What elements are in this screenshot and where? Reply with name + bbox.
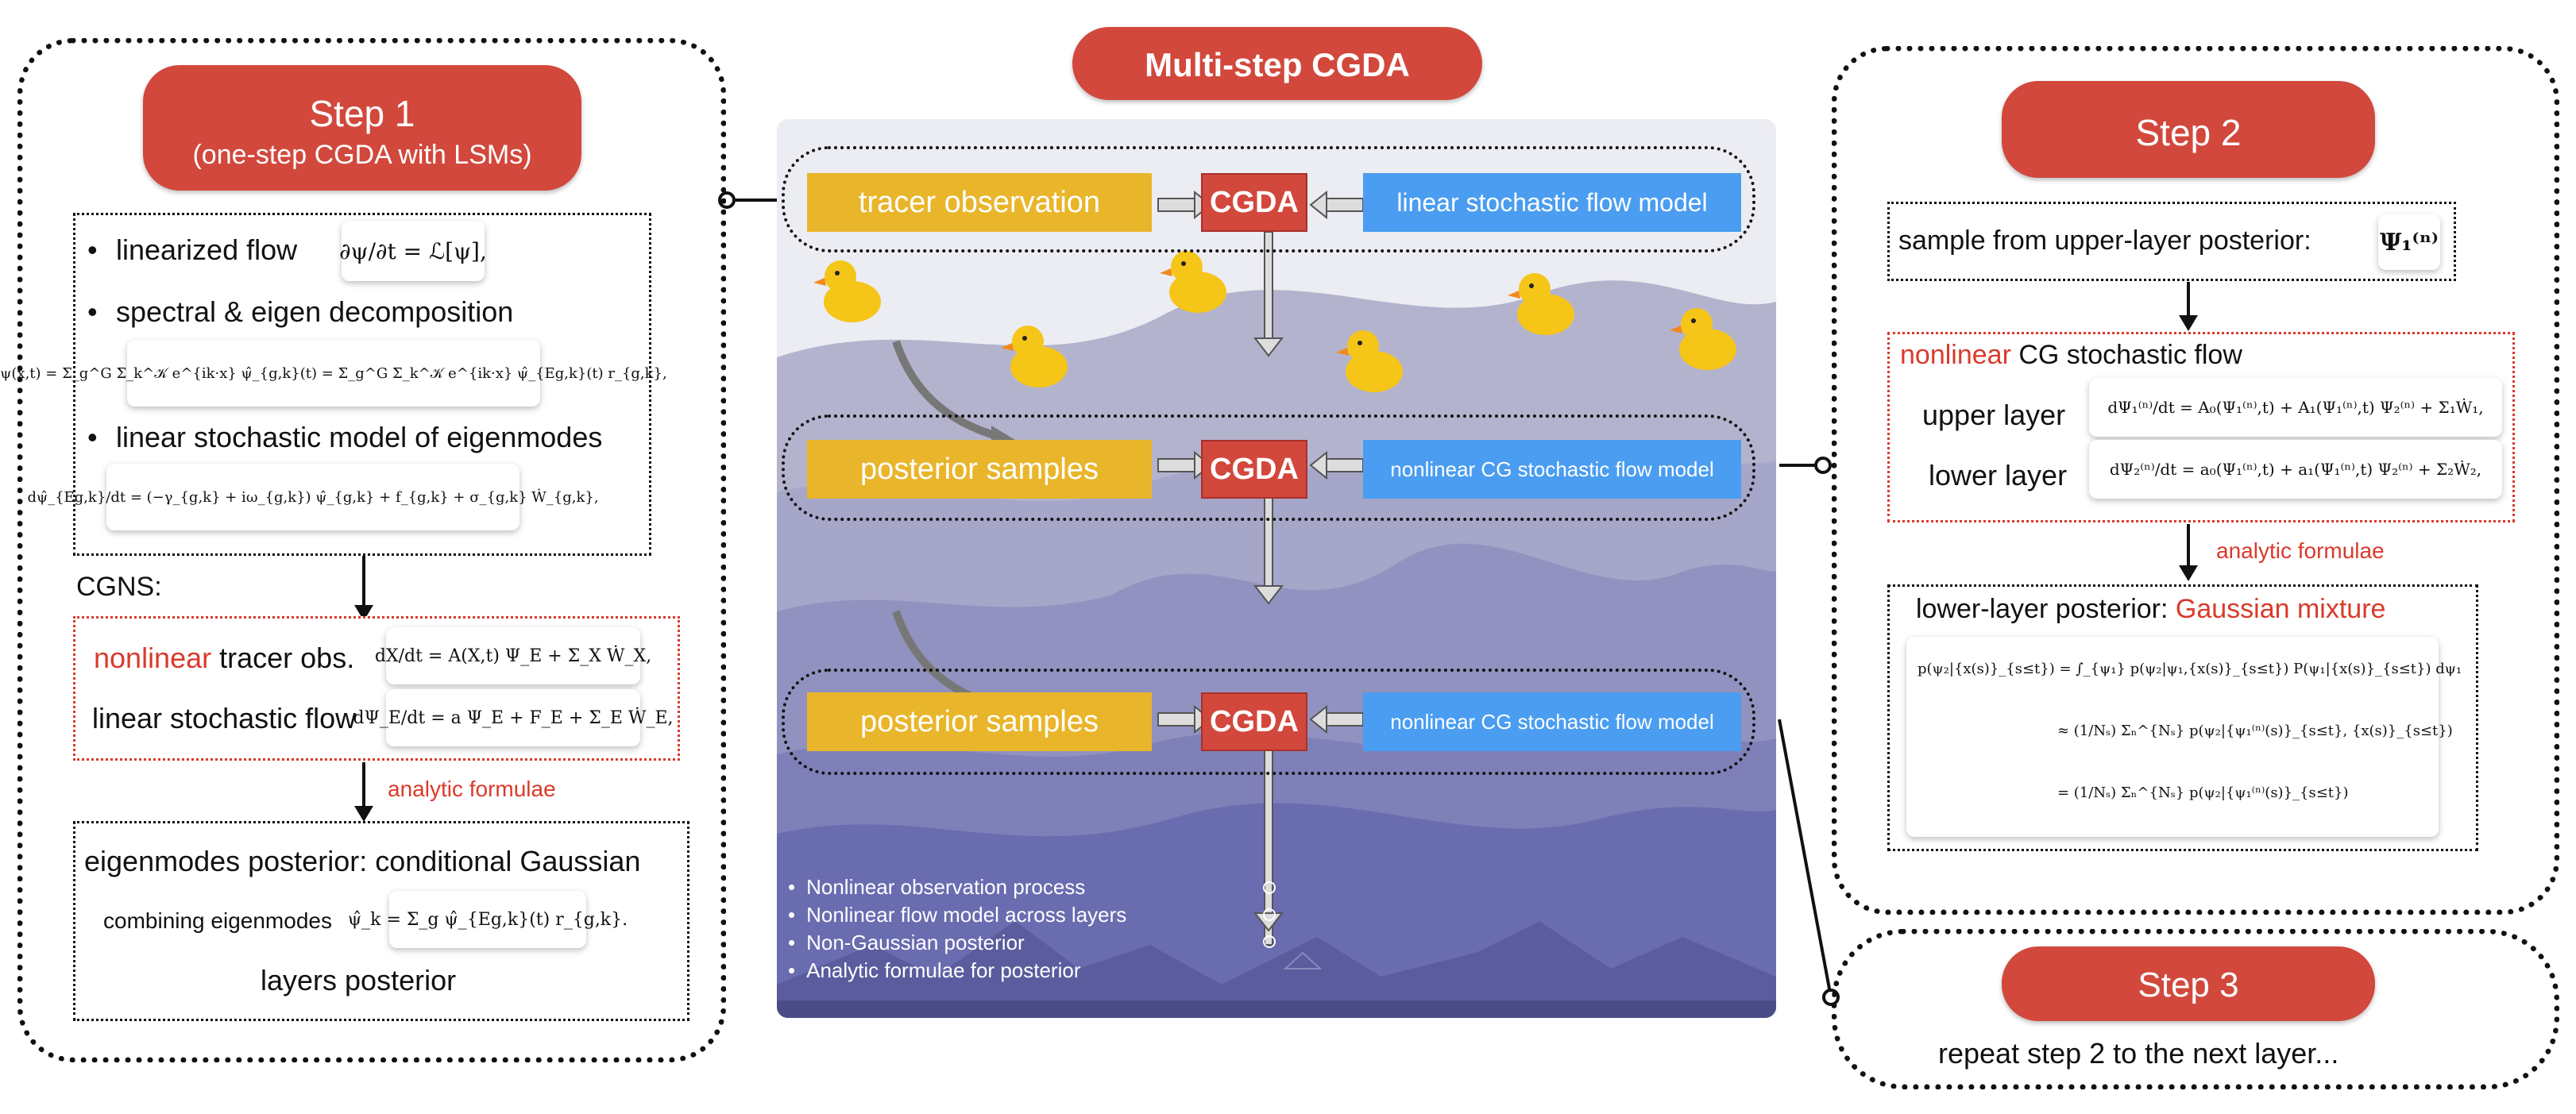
nonlinear-flow-model-box-2: nonlinear CG stochastic flow model [1363, 692, 1741, 751]
upper-layer-label: upper layer [1922, 399, 2066, 431]
duck-icon [1336, 330, 1403, 392]
nonlinear-word: nonlinear [94, 642, 212, 674]
tracer-obs-text: tracer obs. [211, 642, 355, 674]
duck-icon [1508, 273, 1574, 335]
step3-panel [1832, 929, 2559, 1089]
bullet-lsm: linear stochastic model of eigenmodes [87, 421, 602, 454]
duck-icon [1160, 251, 1226, 313]
cgda-box-2: CGDA [1201, 440, 1307, 499]
duck-icon [1001, 326, 1068, 387]
posterior-samples-box-2: posterior samples [807, 692, 1152, 751]
eq-upper-layer: dΨ₁⁽ⁿ⁾/dt = A₀(Ψ₁⁽ⁿ⁾,t) + A₁(Ψ₁⁽ⁿ⁾,t) Ψ₂… [2089, 378, 2502, 437]
flow-row-1 [782, 146, 1755, 252]
tracer-obs-label: nonlinear tracer obs. [94, 642, 354, 675]
eq-lsm: dψ̂_{Eg,k}/dt = (−γ_{g,k} + iω_{g,k}) ψ̂… [27, 464, 599, 530]
step1-title-pill: Step 1 (one-step CGDA with LSMs) [143, 65, 581, 191]
step2-title-pill: Step 2 [2002, 81, 2375, 178]
eq-linearized-flow: ∂ψ/∂t = ℒ[ψ], [339, 221, 487, 281]
step2-sample-box [1887, 202, 2456, 281]
step1-panel [17, 38, 726, 1062]
nonlinear-word-2: nonlinear [1900, 340, 2011, 370]
duck-icon [1670, 308, 1736, 370]
cg-flow-text: CG stochastic flow [2010, 340, 2242, 370]
duck-icon [813, 260, 881, 322]
step1-analytic-label: analytic formulae [388, 777, 556, 801]
eq-posterior-line2: ≈ (1/Nₛ) Σₙ^{Nₛ} p(ψ₂|{ψ₁⁽ⁿ⁾(s)}_{s≤t}, … [2057, 723, 2453, 739]
step3-title-pill: Step 3 [2002, 946, 2375, 1021]
layers-posterior-label: layers posterior [261, 964, 457, 996]
lower-layer-posterior-label: lower-layer posterior: Gaussian mixture [1916, 594, 2385, 625]
posterior-samples-box-1: posterior samples [807, 440, 1152, 499]
posterior-prefix: lower-layer posterior: [1916, 594, 2176, 624]
linear-flow-label: linear stochastic flow [92, 702, 357, 734]
gaussian-mixture-label: Gaussian mixture [2175, 594, 2386, 624]
eq-combine: ψ̂_k = Σ_g ψ̂_{Eg,k}(t) r_{g,k}. [348, 891, 628, 948]
eq-tracer: dX/dt = A(X,t) Ψ_E + Σ_X Ẇ_X, [375, 627, 651, 684]
feature-4: Analytic formulae for posterior [788, 958, 1080, 983]
flow-row-2 [782, 414, 1755, 521]
tracer-observation-box: tracer observation [807, 173, 1152, 232]
eq-spectral: ψ(x,t) = Σ_g^G Σ_k^𝒦 e^{ik·x} ψ̂_{g,k}(t… [0, 340, 667, 407]
combining-label: combining eigenmodes [103, 908, 332, 933]
cgda-box-3: CGDA [1201, 692, 1307, 751]
bullet-linearized-flow: linearized flow [87, 233, 297, 267]
center-title-pill: Multi-step CGDA [1072, 27, 1482, 100]
eq-lower-layer: dΨ₂⁽ⁿ⁾/dt = a₀(Ψ₁⁽ⁿ⁾,t) + a₁(Ψ₁⁽ⁿ⁾,t) Ψ₂… [2089, 440, 2502, 499]
curved-arrow-1 [892, 340, 1001, 441]
step2-title: Step 2 [2135, 112, 2242, 153]
eq-flow: dΨ_E/dt = a Ψ_E + F_E + Σ_E Ẇ_E, [353, 689, 674, 746]
cgda-box-1: CGDA [1201, 173, 1307, 232]
flow-row-3 [782, 669, 1755, 775]
eq-posterior-line1: p(ψ₂|{x(s)}_{s≤t}) = ∫_{ψ₁} p(ψ₂|ψ₁,{x(s… [1918, 661, 2462, 677]
sample-label: sample from upper-layer posterior: [1898, 225, 2311, 256]
center-panel: tracer observation CGDA linear stochasti… [777, 119, 1776, 1018]
bullet-spectral: spectral & eigen decomposition [87, 295, 513, 329]
step1-subtitle: (one-step CGDA with LSMs) [192, 140, 532, 170]
linear-flow-model-box: linear stochastic flow model [1363, 173, 1741, 232]
eq-sample: Ψ₁⁽ⁿ⁾ [2378, 214, 2440, 270]
ellipsis-dot [1263, 908, 1276, 921]
feature-1: Nonlinear observation process [788, 875, 1085, 900]
nonlinear-flow-model-box-1: nonlinear CG stochastic flow model [1363, 440, 1741, 499]
eigenmodes-posterior-label: eigenmodes posterior: conditional Gaussi… [84, 845, 641, 877]
step3-text: repeat step 2 to the next layer... [1938, 1037, 2339, 1070]
feature-3: Non-Gaussian posterior [788, 931, 1025, 955]
step1-title: Step 1 [309, 93, 415, 134]
center-title: Multi-step CGDA [1145, 46, 1410, 83]
cg-flow-title: nonlinear CG stochastic flow [1900, 340, 2242, 371]
ellipsis-dot [1263, 935, 1276, 948]
feature-2: Nonlinear flow model across layers [788, 903, 1126, 927]
eq-posterior-line3: = (1/Nₛ) Σₙ^{Nₛ} p(ψ₂|{ψ₁⁽ⁿ⁾(s)}_{s≤t}) [2057, 784, 2349, 801]
step1-posterior-box [73, 821, 689, 1021]
step2-panel [1832, 46, 2559, 915]
ellipsis-dot [1263, 881, 1276, 894]
step3-title: Step 3 [2138, 966, 2239, 1004]
lower-layer-label: lower layer [1929, 459, 2068, 491]
cgns-label: CGNS: [76, 572, 162, 602]
step2-analytic-label: analytic formulae [2216, 538, 2385, 563]
eq-posterior-block: p(ψ₂|{x(s)}_{s≤t}) = ∫_{ψ₁} p(ψ₂|ψ₁,{x(s… [1906, 637, 2462, 837]
